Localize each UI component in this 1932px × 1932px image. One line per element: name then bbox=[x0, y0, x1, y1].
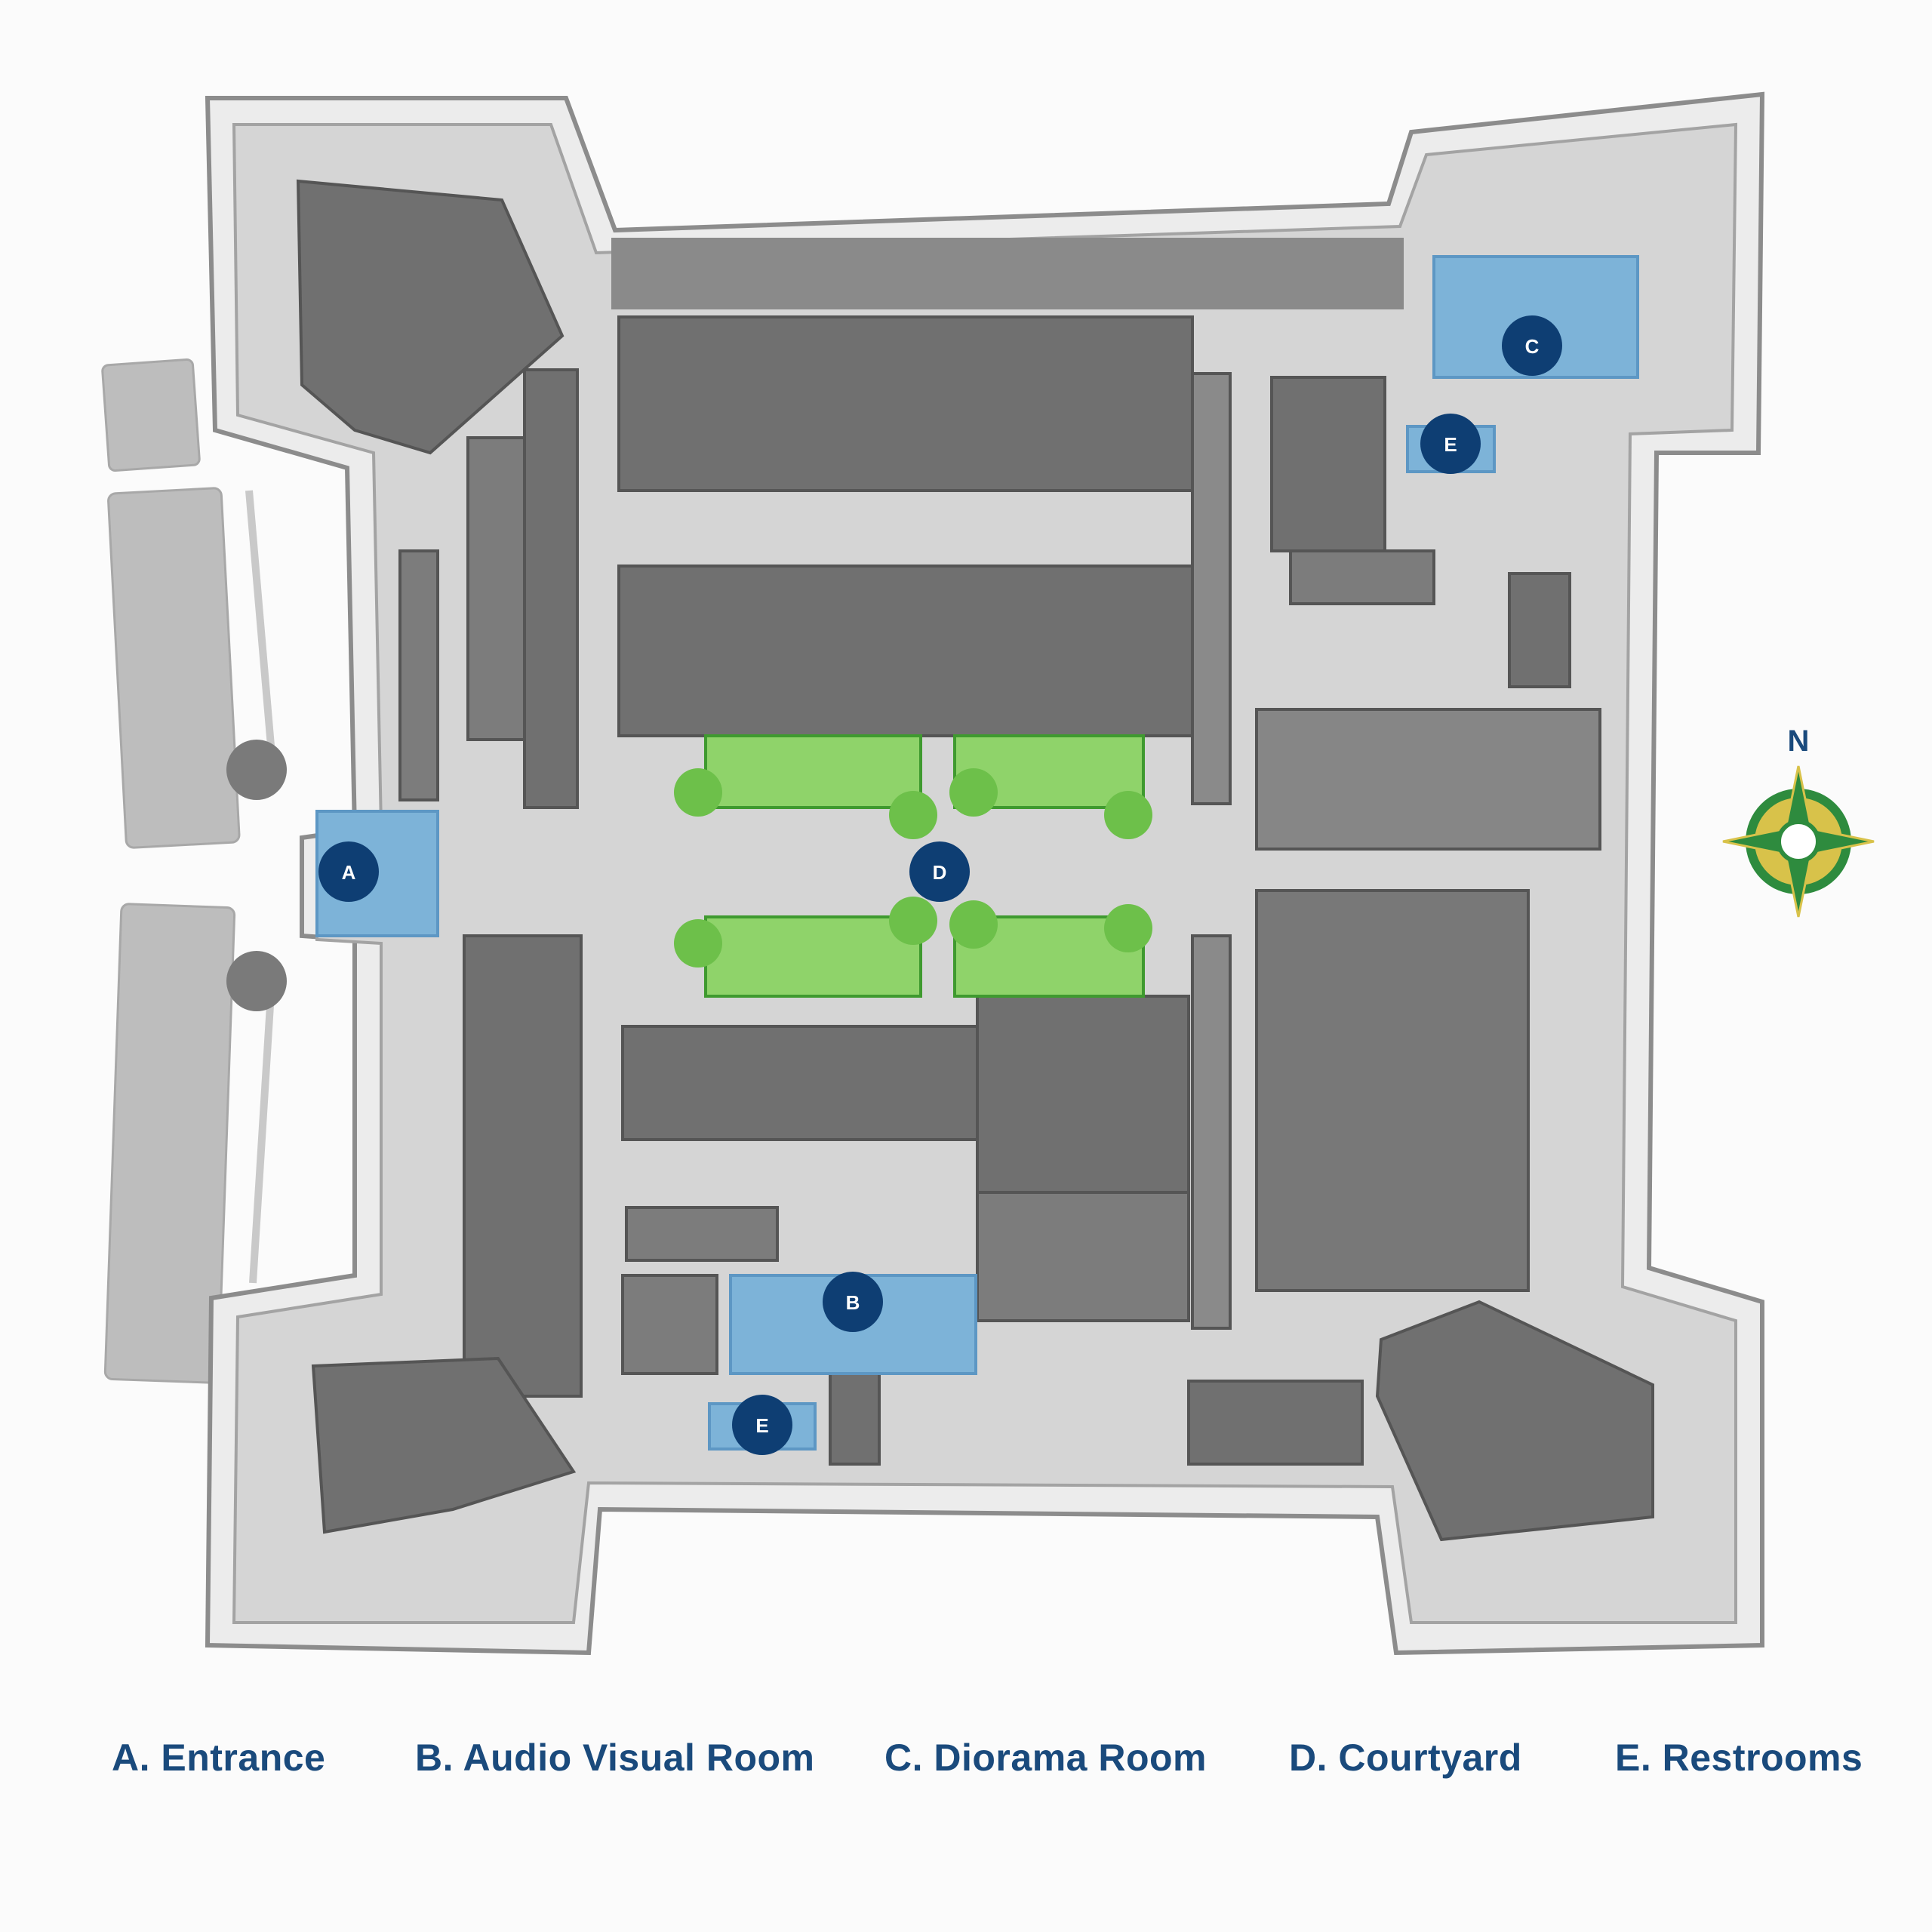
courtyard-gardens bbox=[674, 734, 1152, 998]
southwest-wing bbox=[621, 1025, 979, 1141]
legend-diorama-room: C. Diorama Room bbox=[884, 1737, 1208, 1779]
garden-ne bbox=[953, 734, 1145, 809]
marker-restrooms-south[interactable]: E bbox=[732, 1395, 792, 1455]
west-building-north bbox=[523, 368, 579, 809]
east-corridor-south bbox=[1191, 934, 1232, 1330]
compass-rose-icon: N bbox=[1722, 724, 1875, 918]
svg-text:A: A bbox=[342, 861, 356, 884]
garden-sw bbox=[704, 915, 922, 998]
legend-audio-visual-room: B. Audio Visual Room bbox=[415, 1737, 815, 1779]
east-hall-south bbox=[1255, 889, 1530, 1292]
southwest-bastion-building bbox=[311, 1356, 577, 1534]
map-legend: A. Entrance B. Audio Visual Room C. Dior… bbox=[0, 1736, 1932, 1796]
svg-text:N: N bbox=[1788, 724, 1810, 758]
svg-text:B: B bbox=[846, 1291, 860, 1314]
south-central-lower bbox=[976, 1191, 1190, 1322]
east-block-north-b bbox=[1289, 549, 1435, 605]
south-stair bbox=[829, 1357, 881, 1466]
south-storeroom-1 bbox=[625, 1206, 779, 1262]
south-central-building bbox=[976, 995, 1190, 1194]
marker-diorama-room[interactable]: C bbox=[1502, 315, 1562, 376]
central-barracks bbox=[617, 565, 1194, 737]
svg-text:E: E bbox=[755, 1414, 768, 1437]
legend-restrooms: E. Restrooms bbox=[1615, 1737, 1863, 1779]
east-block-north bbox=[1270, 376, 1386, 552]
northeast-tower bbox=[1508, 572, 1571, 688]
buildings bbox=[296, 179, 1654, 1542]
marker-restrooms-north[interactable]: E bbox=[1420, 414, 1481, 474]
marker-courtyard[interactable]: D bbox=[909, 841, 970, 902]
east-hall-north bbox=[1255, 708, 1601, 851]
map-markers: A B C D E E bbox=[318, 315, 1562, 1455]
west-building-north-b bbox=[466, 436, 526, 741]
west-gate-building bbox=[398, 549, 439, 801]
svg-text:D: D bbox=[933, 861, 947, 884]
svg-text:E: E bbox=[1444, 433, 1457, 456]
southeast-bastion-building bbox=[1375, 1300, 1654, 1542]
garden-nw bbox=[704, 734, 922, 809]
north-barracks bbox=[617, 315, 1194, 492]
legend-courtyard: D. Courtyard bbox=[1289, 1737, 1522, 1779]
legend-entrance: A. Entrance bbox=[112, 1737, 326, 1779]
west-building-south bbox=[463, 934, 583, 1398]
northwest-bastion-building bbox=[296, 179, 565, 455]
marker-audio-visual-room[interactable]: B bbox=[823, 1272, 883, 1332]
south-storeroom-2 bbox=[621, 1274, 718, 1375]
east-corridor bbox=[1191, 372, 1232, 805]
outside-structures bbox=[101, 358, 287, 1384]
south-gate-building bbox=[1187, 1380, 1364, 1466]
marker-entrance[interactable]: A bbox=[318, 841, 379, 902]
north-ramparts bbox=[611, 238, 1404, 309]
svg-text:C: C bbox=[1525, 335, 1540, 358]
